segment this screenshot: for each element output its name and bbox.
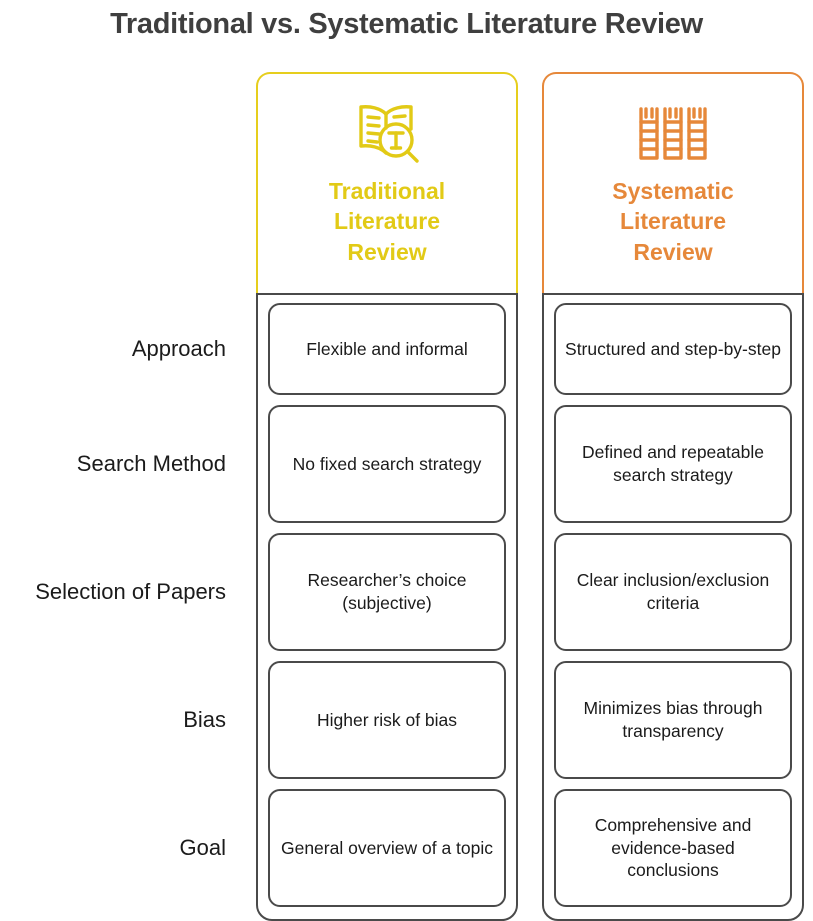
column-title-line: Systematic [612,178,734,204]
column-title-traditional: Traditional Literature Review [329,176,445,267]
book-with-magnifier-t-icon [348,96,426,170]
column-body-traditional: Flexible and informal No fixed search st… [256,293,518,921]
column-systematic: Systematic Literature Review Structured … [542,72,804,921]
column-header-traditional: Traditional Literature Review [256,72,518,293]
column-title-line: Traditional [328,178,446,204]
cell-systematic-goal: Comprehensive and evidence-based conclus… [554,789,792,907]
cell-systematic-search-method: Defined and repeatable search strategy [554,405,792,523]
cell-systematic-selection-of-papers: Clear inclusion/exclusion criteria [554,533,792,651]
row-label-selection-of-papers: Selection of Papers [35,579,226,605]
column-title-line: Literature [333,208,441,235]
cell-traditional-bias: Higher risk of bias [268,661,506,779]
page-title: Traditional vs. Systematic Literature Re… [110,8,703,40]
cell-traditional-goal: General overview of a topic [268,789,506,907]
cell-traditional-search-method: No fixed search strategy [268,405,506,523]
row-label-bias: Bias [183,707,226,733]
cell-systematic-approach: Structured and step-by-step [554,303,792,395]
three-books-shelf-icon [636,96,710,170]
column-header-systematic: Systematic Literature Review [542,72,804,293]
cell-traditional-selection-of-papers: Researcher’s choice (subjective) [268,533,506,651]
cell-systematic-bias: Minimizes bias through transparency [554,661,792,779]
row-label-column: Approach Search Method Selection of Pape… [0,304,240,918]
row-label-goal: Goal [179,835,226,861]
cell-traditional-approach: Flexible and informal [268,303,506,395]
row-label-search-method: Search Method [76,451,226,477]
comparison-columns: Traditional Literature Review Flexible a… [256,72,804,921]
column-title-line: Literature [619,208,727,235]
column-title-systematic: Systematic Literature Review [612,176,733,267]
row-label-approach: Approach [131,336,226,362]
column-title-line: Review [347,238,427,265]
column-body-systematic: Structured and step-by-step Defined and … [542,293,804,921]
column-traditional: Traditional Literature Review Flexible a… [256,72,518,921]
column-title-line: Review [633,238,713,265]
